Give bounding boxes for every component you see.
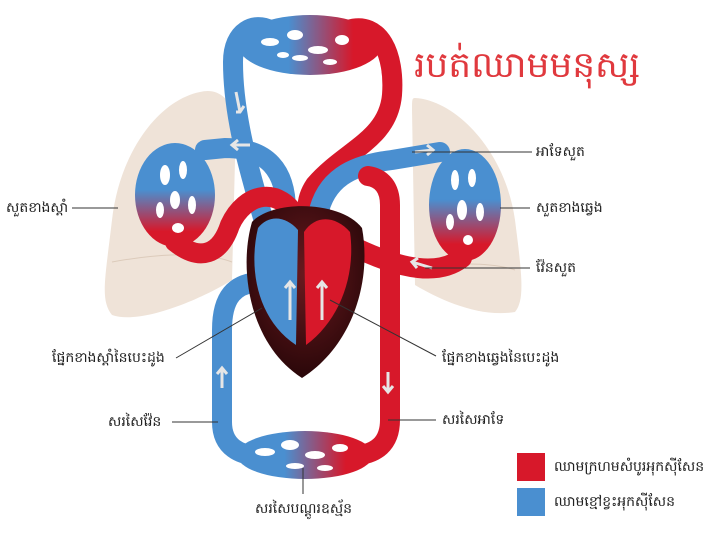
systemic-artery-vessel — [338, 166, 400, 466]
label-vein: សរសៃវ៉ែន — [108, 414, 162, 430]
legend-label-oxygenated: ឈាមក្រហមសំបូរអុកស៊ីសែន — [554, 459, 705, 475]
label-right-heart: ផ្នែកខាងស្ដាំនៃបេះដូង — [52, 350, 165, 366]
diagram-title: របត់ឈាមមនុស្ស — [414, 45, 641, 86]
legend-label-deoxygenated: ឈាមខ្មៅខ្វះអុកស៊ីសែន — [554, 494, 675, 510]
pulmonary-vein-left — [340, 235, 472, 279]
flow-arrows — [215, 91, 436, 395]
pulmonary-vein-right — [165, 186, 308, 264]
label-right-lung: សួតខាងស្ដាំ — [6, 200, 69, 216]
label-left-lung: សួតខាងឆ្វេង — [536, 200, 603, 216]
label-capillaries: សរសៃបណ្ដូរឧស្ម័ន — [255, 501, 353, 517]
pulmonary-artery-left — [308, 142, 450, 225]
legend-swatch-deoxygenated — [517, 488, 545, 516]
label-left-heart: ផ្នែកខាងឆ្វេងនៃបេះដូង — [442, 350, 560, 366]
leader-lines — [72, 151, 532, 494]
legend-swatch-oxygenated — [517, 453, 545, 481]
capillary-holes — [156, 30, 484, 471]
top-capillary-bed — [238, 15, 382, 75]
label-pulmonary-vein: វ៉ែនសួត — [536, 260, 576, 276]
label-pulmonary-artery: អាទែសួត — [536, 144, 585, 160]
aorta-arch-vessel — [297, 18, 403, 240]
left-heart-chamber — [304, 219, 352, 345]
right-heart-chamber — [254, 218, 298, 345]
label-artery: សរសៃអាទែ — [442, 412, 505, 428]
